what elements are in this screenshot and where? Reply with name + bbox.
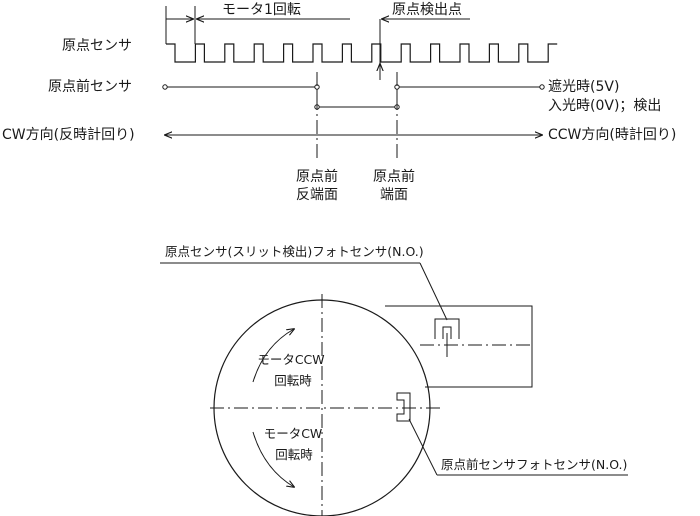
cw-rotation-arrow — [252, 431, 294, 487]
pre-origin-photo-label: 原点前センサフォトセンサ(N.O.) — [441, 457, 627, 472]
origin-sensor-pulse-train — [166, 43, 558, 63]
pre-origin-far-label-2: 反端面 — [296, 187, 338, 203]
slit-sensor-leader — [419, 262, 448, 321]
pre-origin-edge-label-2: 端面 — [380, 187, 408, 203]
pre-origin-leader — [408, 418, 438, 476]
motor-cw-label-2: 回転時 — [275, 447, 313, 462]
blocked-state-label: 遮光時(5V) — [548, 79, 619, 95]
cw-direction-label: CW方向(反時計回り) — [2, 127, 135, 143]
light-state-label: 入光時(0V)；検出 — [548, 98, 661, 114]
ccw-direction-label: CCW方向(時計回り) — [548, 127, 676, 143]
motor-one-rev-label: モータ1回転 — [222, 2, 301, 18]
pre-origin-edge-label-1: 原点前 — [373, 168, 415, 185]
motor-ccw-label-2: 回転時 — [274, 373, 312, 388]
pre-origin-end-dot — [539, 84, 545, 90]
slit-sensor-label: 原点センサ(スリット検出)フォトセンサ(N.O.) — [165, 244, 424, 259]
pre-origin-photo-sensor-symbol — [396, 392, 411, 422]
origin-detect-point-label: 原点検出点 — [392, 2, 462, 18]
motor-ccw-label-1: モータCCW — [257, 352, 324, 367]
pre-origin-start-dot — [162, 84, 168, 90]
pre-origin-sensor-label: 原点前センサ — [48, 78, 132, 95]
pre-origin-far-label-1: 原点前 — [296, 168, 338, 185]
origin-sensor-label: 原点センサ — [62, 38, 132, 54]
ccw-rotation-arrow — [252, 329, 294, 383]
motor-cw-label-1: モータCW — [264, 426, 323, 441]
sensor-bracket — [385, 305, 533, 388]
slit-photo-sensor-symbol — [434, 318, 460, 357]
